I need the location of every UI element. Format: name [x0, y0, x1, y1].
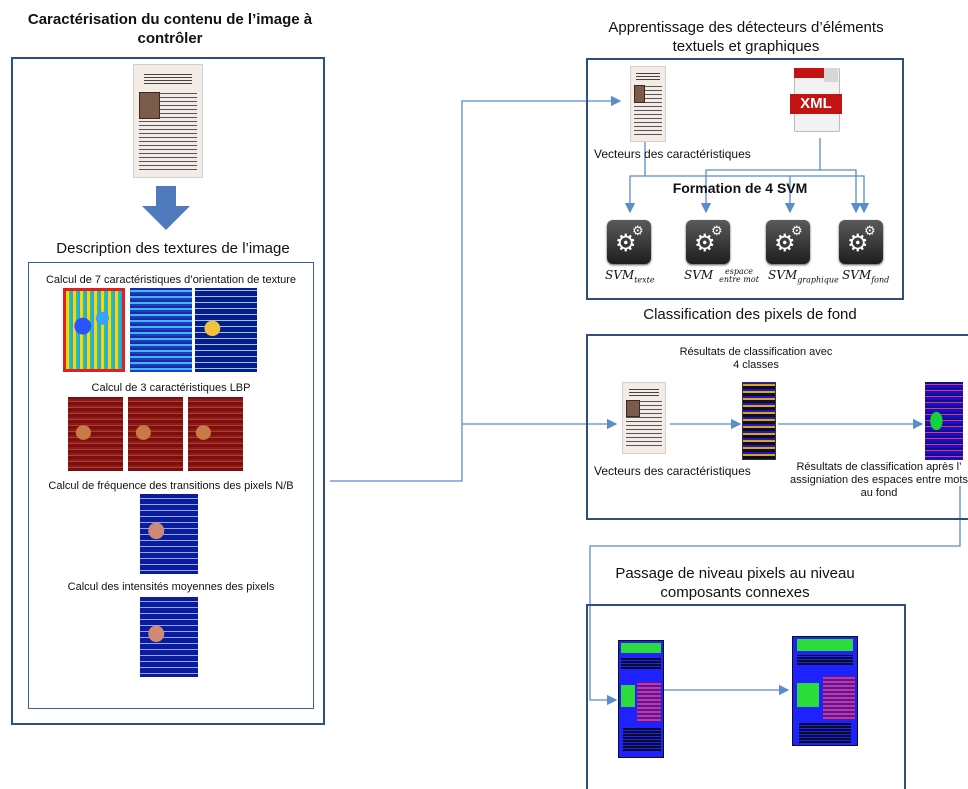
result2-texture	[925, 382, 963, 460]
svm-graphique-label: SVMgraphique	[768, 268, 839, 285]
orientation-texture-3	[195, 288, 257, 372]
training-frame	[586, 58, 904, 300]
svm-espace-label: SVM espace entre mot	[684, 267, 759, 284]
training-page-thumbnail	[630, 66, 666, 142]
orientation-label: Calcul de 7 caractéristiques d’orientati…	[45, 274, 297, 286]
arrow-to-training	[330, 95, 622, 482]
training-title: Apprentissage des détecteurs d’éléments …	[608, 19, 884, 55]
lbp-texture-3	[188, 397, 243, 471]
components-title: Passage de niveau pixels au niveau compo…	[615, 565, 855, 601]
input-page-thumbnail	[133, 64, 203, 178]
intensity-label: Calcul des intensités moyennes des pixel…	[67, 581, 275, 593]
texture-description-frame	[28, 262, 314, 709]
svm-graphique-gear-icon: ⚙⚙	[766, 220, 810, 264]
xml-label: XML	[790, 94, 842, 114]
svm-texte-label: SVMtexte	[605, 268, 655, 285]
orientation-texture-2	[130, 288, 192, 372]
svm-espace-gear-icon: ⚙⚙	[686, 220, 730, 264]
svm-training-title: Formation de 4 SVM	[672, 180, 808, 196]
orientation-texture-1	[63, 288, 125, 372]
cc-result-1	[618, 640, 664, 758]
down-arrow-icon	[142, 186, 190, 230]
svm-fond-label: SVMfond	[842, 268, 890, 285]
left-panel-frame	[11, 57, 325, 725]
lbp-texture-2	[128, 397, 183, 471]
lbp-label: Calcul de 3 caractéristiques LBP	[91, 382, 251, 394]
left-panel-title: Caractérisation du contenu de l’image à …	[27, 11, 313, 47]
classification-features-label: Vecteurs des caractéristiques	[594, 464, 751, 478]
result1-label: Résultats de classification avec 4 class…	[679, 346, 833, 371]
lbp-texture-1	[68, 397, 123, 471]
svm-texte-gear-icon: ⚙⚙	[607, 220, 651, 264]
transitions-label: Calcul de fréquence des transitions des …	[48, 480, 294, 492]
cc-result-2	[792, 636, 858, 746]
training-features-label: Vecteurs des caractéristiques	[594, 147, 751, 161]
result1-texture	[742, 382, 776, 460]
transitions-texture	[140, 494, 198, 574]
xml-file-icon: XML	[790, 68, 842, 134]
svm-fond-gear-icon: ⚙⚙	[839, 220, 883, 264]
result2-label: Résultats de classification après l’ ass…	[790, 461, 968, 499]
texture-description-title: Description des textures de l’image	[56, 240, 290, 257]
classification-title: Classification des pixels de fond	[643, 306, 857, 323]
classification-page-thumbnail	[622, 382, 666, 454]
components-frame	[586, 604, 906, 789]
intensity-texture	[140, 597, 198, 677]
classification-frame	[586, 334, 968, 520]
